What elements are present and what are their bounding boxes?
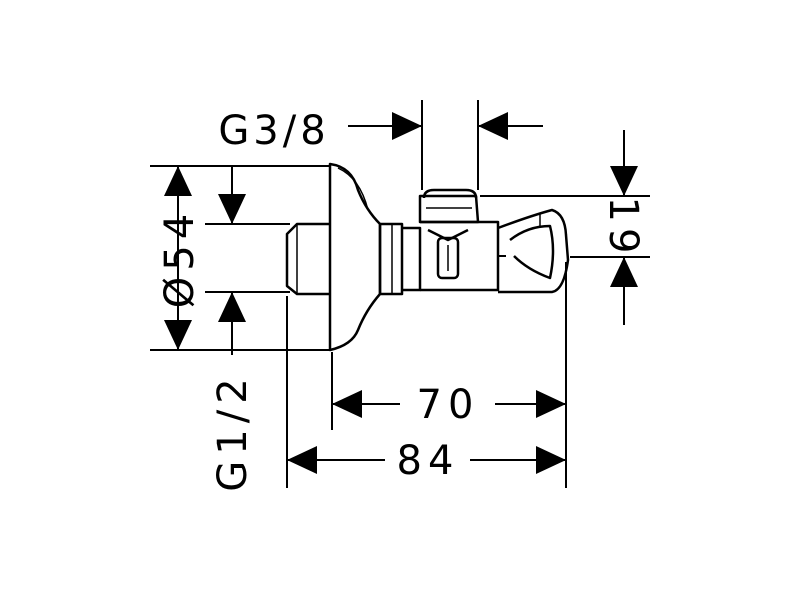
spindle [427,228,469,280]
dimension-labels: G3/8 Ø54 G1/2 19 70 84 [157,108,646,492]
escutcheon-flange [328,162,382,352]
label-length-84: 84 [397,438,460,484]
inlet-thread [285,222,330,296]
label-length-70: 70 [417,382,480,428]
label-diameter-54: Ø54 [157,208,203,308]
label-height-19: 19 [600,197,646,260]
valve-neck [378,222,422,296]
outlet-cap [418,188,480,224]
valve-outline [285,162,570,352]
label-g38: G3/8 [218,108,329,154]
valve-handle [497,208,570,294]
label-g12: G1/2 [210,372,256,491]
dimension-lines [150,100,650,488]
